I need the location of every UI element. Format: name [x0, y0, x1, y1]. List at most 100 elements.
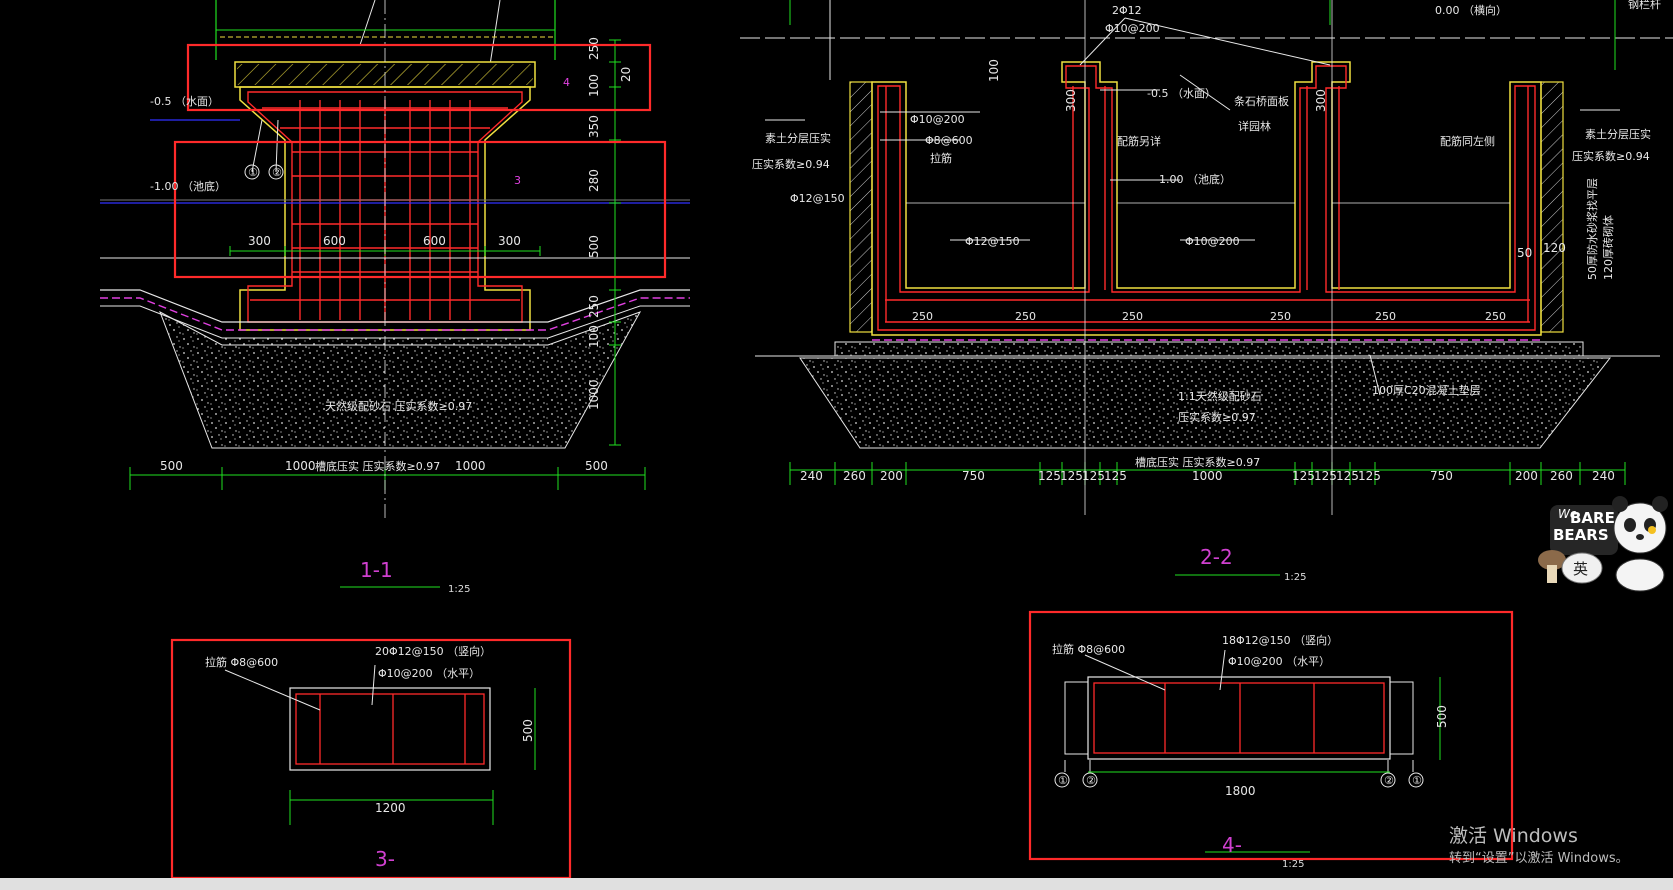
dim-1-inner-3: 300	[498, 234, 521, 248]
ime-indicator[interactable]: 英	[1561, 552, 1603, 584]
label-level-top: 0.00 （横向）	[1435, 3, 1507, 17]
section-3	[170, 638, 572, 880]
dim-1-base-1: 1000	[285, 459, 316, 473]
label-rb4: Φ12@150	[965, 235, 1020, 248]
label-mid1: 配筋另详	[1117, 134, 1161, 148]
dim-2-base-10: 125	[1314, 469, 1337, 483]
section-4	[1028, 610, 1514, 861]
dim-1-base-2: 1000	[455, 459, 486, 473]
logo-line3: BEARS	[1553, 526, 1609, 544]
dim-2-base-0: 240	[800, 469, 823, 483]
dim-2-300a: 300	[1064, 89, 1078, 112]
dim-2-base-6: 125	[1082, 469, 1105, 483]
dim-4-height: 500	[1435, 705, 1449, 728]
dim-1-right-6: 250	[587, 295, 601, 318]
dim-2-inner-0: 250	[912, 310, 933, 323]
callout-2: ②	[272, 166, 282, 179]
dim-1-right-3: 350	[587, 115, 601, 138]
section-1-1-title: 1-1	[360, 558, 393, 582]
label-handrail: 钢栏杆	[1628, 0, 1661, 11]
dim-2-base-5: 125	[1060, 469, 1083, 483]
callout-4: 4	[563, 76, 570, 89]
section-1-1-scale: 1:25	[448, 584, 470, 595]
label-fill-right2: 压实系数≥0.94	[1572, 149, 1650, 163]
dim-2-base-7: 125	[1104, 469, 1127, 483]
dim-1-right-5: 500	[587, 235, 601, 258]
dim-2-300b: 300	[1314, 89, 1328, 112]
dim-2-base-8: 1000	[1192, 469, 1223, 483]
label-mid2: 配筋同左侧	[1440, 134, 1495, 148]
dim-2-base-4: 125	[1038, 469, 1061, 483]
dim-1-right-2: 100	[587, 74, 601, 97]
watermark-line2: 转到“设置”以激活 Windows。	[1449, 851, 1629, 866]
activation-watermark: 激活 Windows 转到“设置”以激活 Windows。	[1449, 825, 1629, 866]
label-side-note: 50厚防水砂浆找平层	[1585, 178, 1599, 280]
label-rb2b: 拉筋	[930, 151, 952, 165]
callout-4-c1-right: ①	[1412, 774, 1422, 787]
label-top-rebar2: Φ10@200	[1105, 22, 1160, 35]
dim-1-base-3: 500	[585, 459, 608, 473]
callout-1: ①	[248, 166, 258, 179]
note-base-2: 槽底压实 压实系数≥0.97	[1135, 455, 1260, 469]
dim-1-inner-2: 600	[423, 234, 446, 248]
dim-1-base-0: 500	[160, 459, 183, 473]
dim-2-inner-3: 250	[1270, 310, 1291, 323]
dim-2-base-16: 240	[1592, 469, 1615, 483]
logo-line2: BARE	[1570, 509, 1615, 527]
dim-2-base-3: 750	[962, 469, 985, 483]
dim-2-inner-1: 250	[1015, 310, 1036, 323]
dim-2-base-11: 125	[1336, 469, 1359, 483]
text-layer: -0.5 （水面） -1.00 （池底） ① ② 3 4 300 600 600…	[150, 0, 1661, 871]
label-side-note2: 120厚砖砌体	[1601, 215, 1615, 280]
label-rb2: Φ8@600	[925, 134, 973, 147]
dim-2-base-12: 125	[1358, 469, 1381, 483]
callout-3: 3	[514, 174, 521, 187]
bottom-strip	[0, 878, 1673, 890]
dim-1-right-7: 100	[587, 325, 601, 348]
dim-2-120: 120	[1543, 241, 1566, 255]
section-1-1	[100, 0, 690, 588]
label-bottom-level-1: -1.00 （池底）	[150, 179, 226, 193]
label-bottom-level-2: -1.00 （池底）	[1155, 172, 1231, 186]
section-4-title: 4-	[1222, 833, 1242, 857]
label-fill-right: 素土分层压实	[1585, 127, 1651, 141]
label-3-tie: 拉筋 Φ8@600	[205, 655, 278, 669]
callout-4-c1-left: ①	[1058, 774, 1068, 787]
callout-4-c2-left: ②	[1086, 774, 1096, 787]
dim-2-100: 100	[987, 59, 1001, 82]
note-fill-1: 天然级配砂石 压实系数≥0.97	[325, 399, 472, 413]
dim-1-right-1: 20	[619, 67, 633, 82]
label-stone: 条石桥面板	[1234, 94, 1289, 108]
label-gravel2: 压实系数≥0.97	[1178, 410, 1256, 424]
dim-4-width: 1800	[1225, 784, 1256, 798]
watermark-line1: 激活 Windows	[1449, 825, 1578, 847]
label-stone2: 详园林	[1238, 119, 1271, 133]
bears-logo[interactable]: We BARE BEARS	[1538, 496, 1668, 592]
label-3-horizontal: Φ10@200 （水平）	[378, 667, 480, 680]
dim-2-base-2: 200	[880, 469, 903, 483]
label-gravel: 1:1天然级配砂石	[1178, 389, 1262, 403]
dim-2-50: 50	[1517, 246, 1532, 260]
section-4-scale: 1:25	[1282, 859, 1304, 870]
logo-line1: We	[1558, 507, 1577, 521]
label-3-vertical: 20Φ12@150 （竖向）	[375, 644, 491, 658]
dim-1-inner-0: 300	[248, 234, 271, 248]
ime-label: 英	[1573, 560, 1588, 578]
label-fill-left2: 压实系数≥0.94	[752, 157, 830, 171]
dim-1-right-4: 280	[587, 169, 601, 192]
dim-3-height: 500	[521, 719, 535, 742]
dim-1-right-8: 1000	[587, 379, 601, 410]
dim-2-inner-5: 250	[1485, 310, 1506, 323]
dim-1-right-0: 250	[587, 37, 601, 60]
note-base-1: 槽底压实 压实系数≥0.97	[315, 459, 440, 473]
label-4-horizontal: Φ10@200 （水平）	[1228, 655, 1330, 668]
dim-2-base-14: 200	[1515, 469, 1538, 483]
dim-1-inner-1: 600	[323, 234, 346, 248]
dim-2-base-13: 750	[1430, 469, 1453, 483]
label-cushion: 100厚C20混凝土垫层	[1372, 383, 1481, 397]
section-2-2-scale: 1:25	[1284, 572, 1306, 583]
dim-2-base-15: 260	[1550, 469, 1573, 483]
dim-2-inner-2: 250	[1122, 310, 1143, 323]
section-3-title: 3-	[375, 847, 395, 871]
